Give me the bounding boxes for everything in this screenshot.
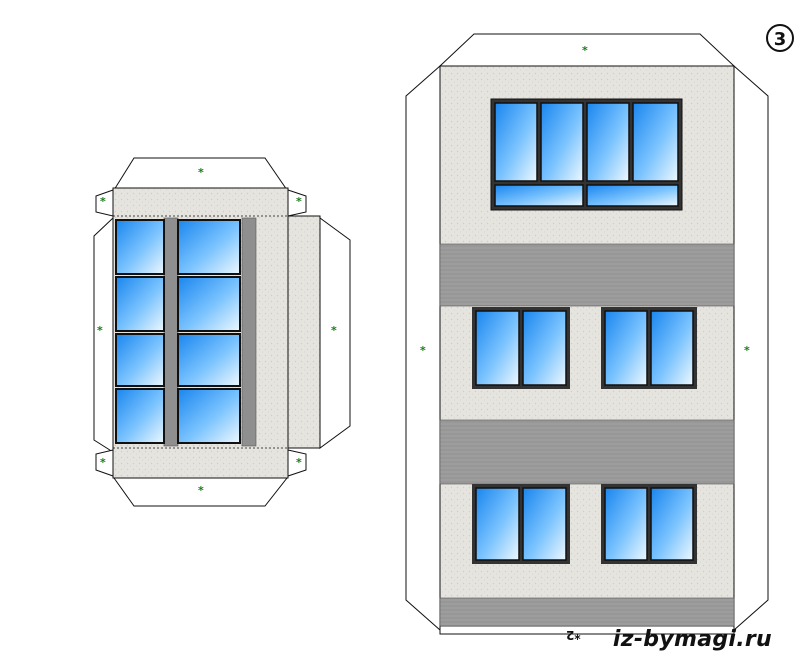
- large-top-window: [490, 98, 683, 211]
- glue-mark: *: [296, 195, 302, 208]
- large-bottom-windows: [472, 484, 697, 564]
- window-pane: [650, 310, 694, 386]
- large-glue-marks: * * *: [420, 44, 750, 357]
- large-piece: [405, 33, 769, 635]
- page-number-badge: 3: [766, 24, 794, 52]
- large-middle-windows: [472, 307, 697, 389]
- window: [177, 276, 241, 332]
- small-glue-marks: * * * * * * * *: [97, 166, 337, 497]
- window-pane: [586, 184, 679, 207]
- glue-mark: *: [100, 456, 106, 469]
- glue-mark: *: [198, 166, 204, 179]
- window-pane: [540, 102, 584, 182]
- glue-mark: *: [97, 324, 103, 337]
- small-right-flap: [319, 217, 351, 449]
- glue-mark: *: [582, 44, 588, 57]
- floor-band: [439, 243, 735, 307]
- window: [115, 333, 165, 387]
- window-pane: [586, 102, 630, 182]
- glue-mark: *: [331, 324, 337, 337]
- window: [177, 219, 241, 275]
- window-pane: [475, 310, 520, 386]
- window: [177, 333, 241, 387]
- window-pane: [650, 487, 694, 561]
- window-pane: [522, 487, 567, 561]
- small-side-face: [287, 215, 321, 449]
- small-windows: [115, 219, 241, 444]
- window: [115, 219, 165, 275]
- window-pane: [522, 310, 567, 386]
- window: [115, 276, 165, 332]
- floor-band: [439, 597, 735, 627]
- window-pane: [632, 102, 679, 182]
- glue-mark: *: [296, 456, 302, 469]
- glue-mark: *: [420, 344, 426, 357]
- window: [115, 388, 165, 444]
- window-pane: [604, 310, 648, 386]
- glue-mark: *: [100, 195, 106, 208]
- part-label: *2: [566, 628, 581, 642]
- window-pane: [475, 487, 520, 561]
- window-pane: [604, 487, 648, 561]
- glue-mark: *: [198, 484, 204, 497]
- window: [177, 388, 241, 444]
- floor-band: [439, 419, 735, 485]
- watermark: iz-bymagi.ru: [612, 627, 772, 652]
- large-right-flap: [733, 64, 769, 632]
- window-pane: [494, 102, 538, 182]
- small-piece: [93, 157, 351, 507]
- glue-mark: *: [744, 344, 750, 357]
- window-pane: [494, 184, 584, 207]
